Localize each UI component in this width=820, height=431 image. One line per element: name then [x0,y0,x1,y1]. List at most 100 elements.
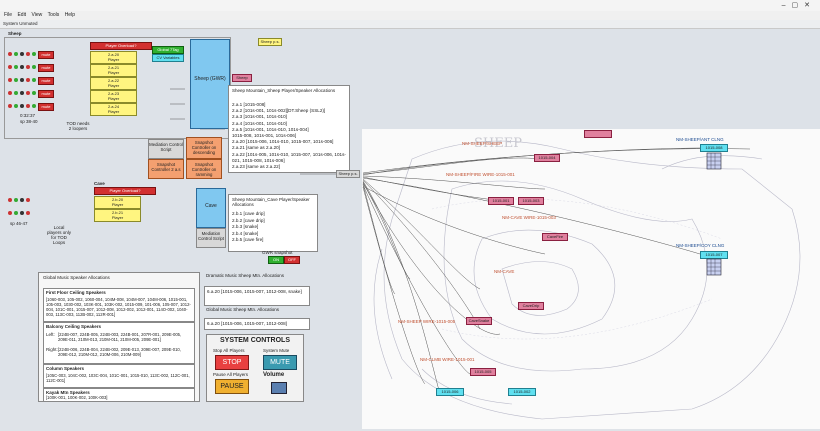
map-tag-1015-004[interactable]: 1015-004 [534,154,560,162]
mute-button[interactable]: MUTE [263,355,297,370]
speaker-icon[interactable] [706,258,722,276]
menu-view[interactable]: View [31,12,43,18]
speaker-icon[interactable] [706,152,722,170]
gwr-snapshot-label: GWR snapshot [262,250,293,255]
sheep-global-tag[interactable]: Global 7Tag [152,46,184,54]
first-floor-values: [1060-003, 105-002, 1060-004, 104M-008, … [46,297,191,317]
map-tag-1015-001[interactable]: 1015-001 [488,197,514,205]
balcony-left-label: Left: [46,332,55,337]
alloc-line: 2.a.1 [1015-008] [232,102,266,107]
alloc-line: 2.b.1 [cave drip] [232,211,265,216]
mediation-label: Mediation Control Script [149,142,183,152]
map-label-cave: NM-CAVE WIRE-1015-003 [502,215,556,220]
gwr-on-toggle[interactable]: ON [268,256,284,264]
sheep-center-block[interactable]: Sheep (GWR) [190,39,230,129]
cave-center-block[interactable]: Cave [196,188,226,228]
kayak-values: [100K-001, 100K-002, 100K-003] [46,395,108,400]
map-tag-1015-007[interactable]: 1015-007 [700,251,728,259]
global-music-title: Global Music Speaker Allocations [43,275,110,280]
map-tag-1015-002[interactable]: 1015-002 [508,388,536,396]
sheep-snapshot-3[interactable]: Snapshot Controller on ramming [186,159,222,179]
alloc-line: 2.a.5 [101s-001, 101s-010, 101s-004] [232,126,309,132]
sheep-tod-note: TOD needs 2 loopers [66,121,90,131]
balcony-title: Balcony Ceiling Speakers [46,324,102,329]
balcony-left-values: [224B-007, 224B-005, 224B-003, 224B-001,… [58,332,182,342]
mute-button[interactable]: mute [38,90,54,98]
map-tag-sheep[interactable] [584,130,612,138]
cave-player-overload[interactable]: Player Overload? [94,187,156,195]
alloc-line: 2.a.4 [101s-001, 101s-010] [232,120,287,126]
alloc-line: 2.a.2 [101s-001, 101s-002][DT.Sheep (SSL… [232,108,326,114]
map-tag-1015-003[interactable]: 1015-003 [518,197,544,205]
cave-status-leds [8,198,30,215]
venue-map: SHEEP [362,129,820,429]
map-tag-cavesnake[interactable]: CaveSnake [466,317,492,325]
first-floor-title: First Floor Ceiling Speakers [46,290,106,295]
balcony-right-label: Right: [46,347,58,352]
sheep-cv-tag[interactable]: CV Variables [152,54,184,62]
sheep-snapshot-1[interactable]: Snapshot Controller on descending [186,137,222,159]
column-title: Column Speakers [46,366,85,371]
menu-edit[interactable]: Edit [17,12,27,18]
cave-allocation-panel: Sheep Mountain_Cave Player/Speaker Alloc… [228,194,318,252]
mute-button[interactable]: mute [38,103,54,111]
cave-sp: sp 46-47 [10,221,28,226]
column-box: Column Speakers [105C-003, 104C-002, 103… [43,364,195,388]
gwr-off-toggle[interactable]: OFF [284,256,300,264]
pause-button[interactable]: PAUSE [215,379,249,394]
alloc-line: 2.a.22 [101s-005, 101s-010, 1015-007, 10… [232,151,346,163]
sheep-mediation-script[interactable]: Mediation Control Script [148,139,184,159]
sheep-allocation-panel: Sheep Mountain_Sheep Player/Speaker Allo… [228,85,350,173]
mute-button[interactable]: mute [38,51,54,59]
map-tag-1015-005[interactable]: 1015-005 [470,368,496,376]
mute-button[interactable]: mute [38,77,54,85]
map-label-coy: NM-SHEEP/COY CLNG [676,243,725,248]
volume-slider[interactable] [271,382,287,394]
cave-note: Local players only for TOD Loops [46,225,71,245]
global-sheep-title: Global Music Sheep Mtn. Allocations [206,307,280,312]
sheep-block-label: Sheep (GWR) [194,76,226,82]
player-name: 2.a.22 [107,78,120,83]
map-tag-1015-008[interactable]: 1015-008 [700,144,728,152]
map-label-ant: NM-SHEEP/ANT CLNG [676,137,724,142]
alloc-line: 2.b.3 [snake] [232,224,259,229]
patch-canvas[interactable]: SHEEP [0,29,820,429]
alloc-line: 2.b.5 [cave fire] [232,237,264,242]
sheep-out-node[interactable]: Sheep p.s. [336,170,360,178]
alloc-line: 2.b.4 [snake] [232,230,259,236]
sheep-out-tag-2[interactable]: Sheep [232,74,252,82]
global-sheep-value: 6.a.20 [1015-006, 1015-007, 1012-008] [207,321,287,326]
sheep-player-overload[interactable]: Player Overload? [90,42,152,50]
alloc-line: 2.a.23 [same as 2.a.22] [232,164,281,170]
menu-tools[interactable]: Tools [47,12,60,18]
sheep-status-leds [8,52,36,108]
map-label-clmb: NM-CLMB WIRE-1015-001 [420,357,475,362]
status-bar: System Unmuted [0,20,820,29]
map-tag-cavefire[interactable]: CaveFire [542,233,568,241]
kayak-title: Kayak Mtn Speakers [46,390,90,395]
mute-button[interactable]: mute [38,64,54,72]
cave-alloc-list: 2.b.1 [cave drip] 2.b.2 [cave drip] 2.b.… [232,211,265,244]
sheep-out-tag[interactable]: Sheep p.s. [258,38,282,46]
stop-button[interactable]: STOP [215,355,249,370]
window-controls[interactable]: –▢✕ [781,2,816,9]
system-controls-title: SYSTEM CONTROLS [219,337,290,344]
cave-mediation-script[interactable]: Mediation Control Script [196,228,226,248]
map-label-fire: NM-SHEEP/FIRE WIRE-1015-001 [446,172,515,177]
player-name: 2.b.20 [111,197,124,202]
map-tag-1015-006[interactable]: 1015-006 [436,388,464,396]
map-tag-cavedrip[interactable]: CaveDrip [518,302,544,310]
sheep-time: 0:32:37 [20,113,36,118]
first-floor-box: First Floor Ceiling Speakers [1060-003, … [43,288,195,322]
menu-file[interactable]: File [4,12,13,18]
sheep-snapshot-2[interactable]: Snapshot Controller 2 a.s [148,159,184,179]
menu-help[interactable]: Help [64,12,75,18]
cave-alloc-title: Sheep Mountain_Cave Player/Speaker Alloc… [232,197,310,207]
